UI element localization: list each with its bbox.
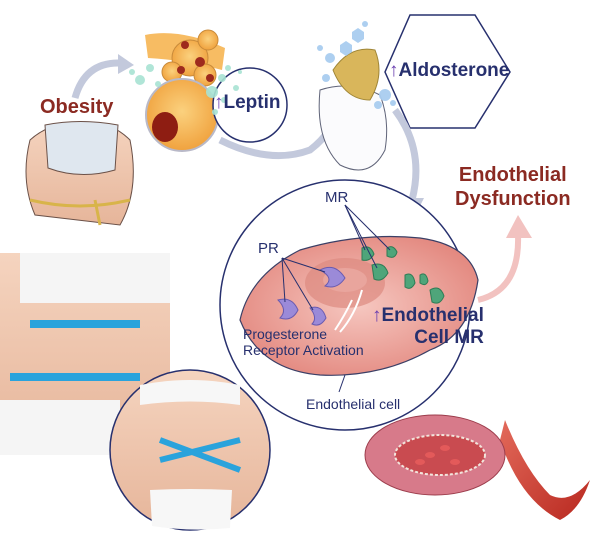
endothelial-cell-label: Endothelial cell (306, 396, 401, 412)
pr-label: PR (258, 240, 279, 257)
label-pointer-lines (281, 204, 391, 393)
endothelial-cell-mr-label: ↑Endothelial Cell MR (372, 305, 484, 348)
mr-receptors (361, 246, 445, 304)
obesity-label: Obesity (40, 96, 114, 118)
aldosterone-molecules (317, 21, 398, 109)
up-arrow-icon: ↑ (214, 92, 224, 113)
endothelial-dysfunction-label: Endothelial Dysfunction (455, 164, 571, 210)
obese-woman-illustration (25, 121, 134, 226)
blood-vessel-illustration (364, 414, 590, 520)
aldosterone-hexagon (384, 14, 511, 129)
pr-receptors (277, 266, 346, 326)
leptin-label: ↑Leptin (214, 92, 281, 113)
leptin-molecules (129, 64, 242, 115)
mr-label: MR (325, 189, 349, 206)
slim-waist-inset (109, 369, 271, 531)
up-arrow-icon: ↑ (389, 60, 399, 81)
flow-arrow-obesity-to-fat (71, 59, 121, 100)
up-arrow-icon: ↑ (372, 305, 382, 326)
leptin-circle (212, 67, 288, 143)
adrenal-kidney-illustration (318, 48, 388, 171)
aldosterone-label: ↑Aldosterone (389, 60, 510, 81)
dysfunction-arrow (477, 234, 522, 303)
adipose-tissue-illustration (145, 29, 225, 152)
progesterone-receptor-activation-label: Progesterone Receptor Activation (243, 326, 364, 358)
